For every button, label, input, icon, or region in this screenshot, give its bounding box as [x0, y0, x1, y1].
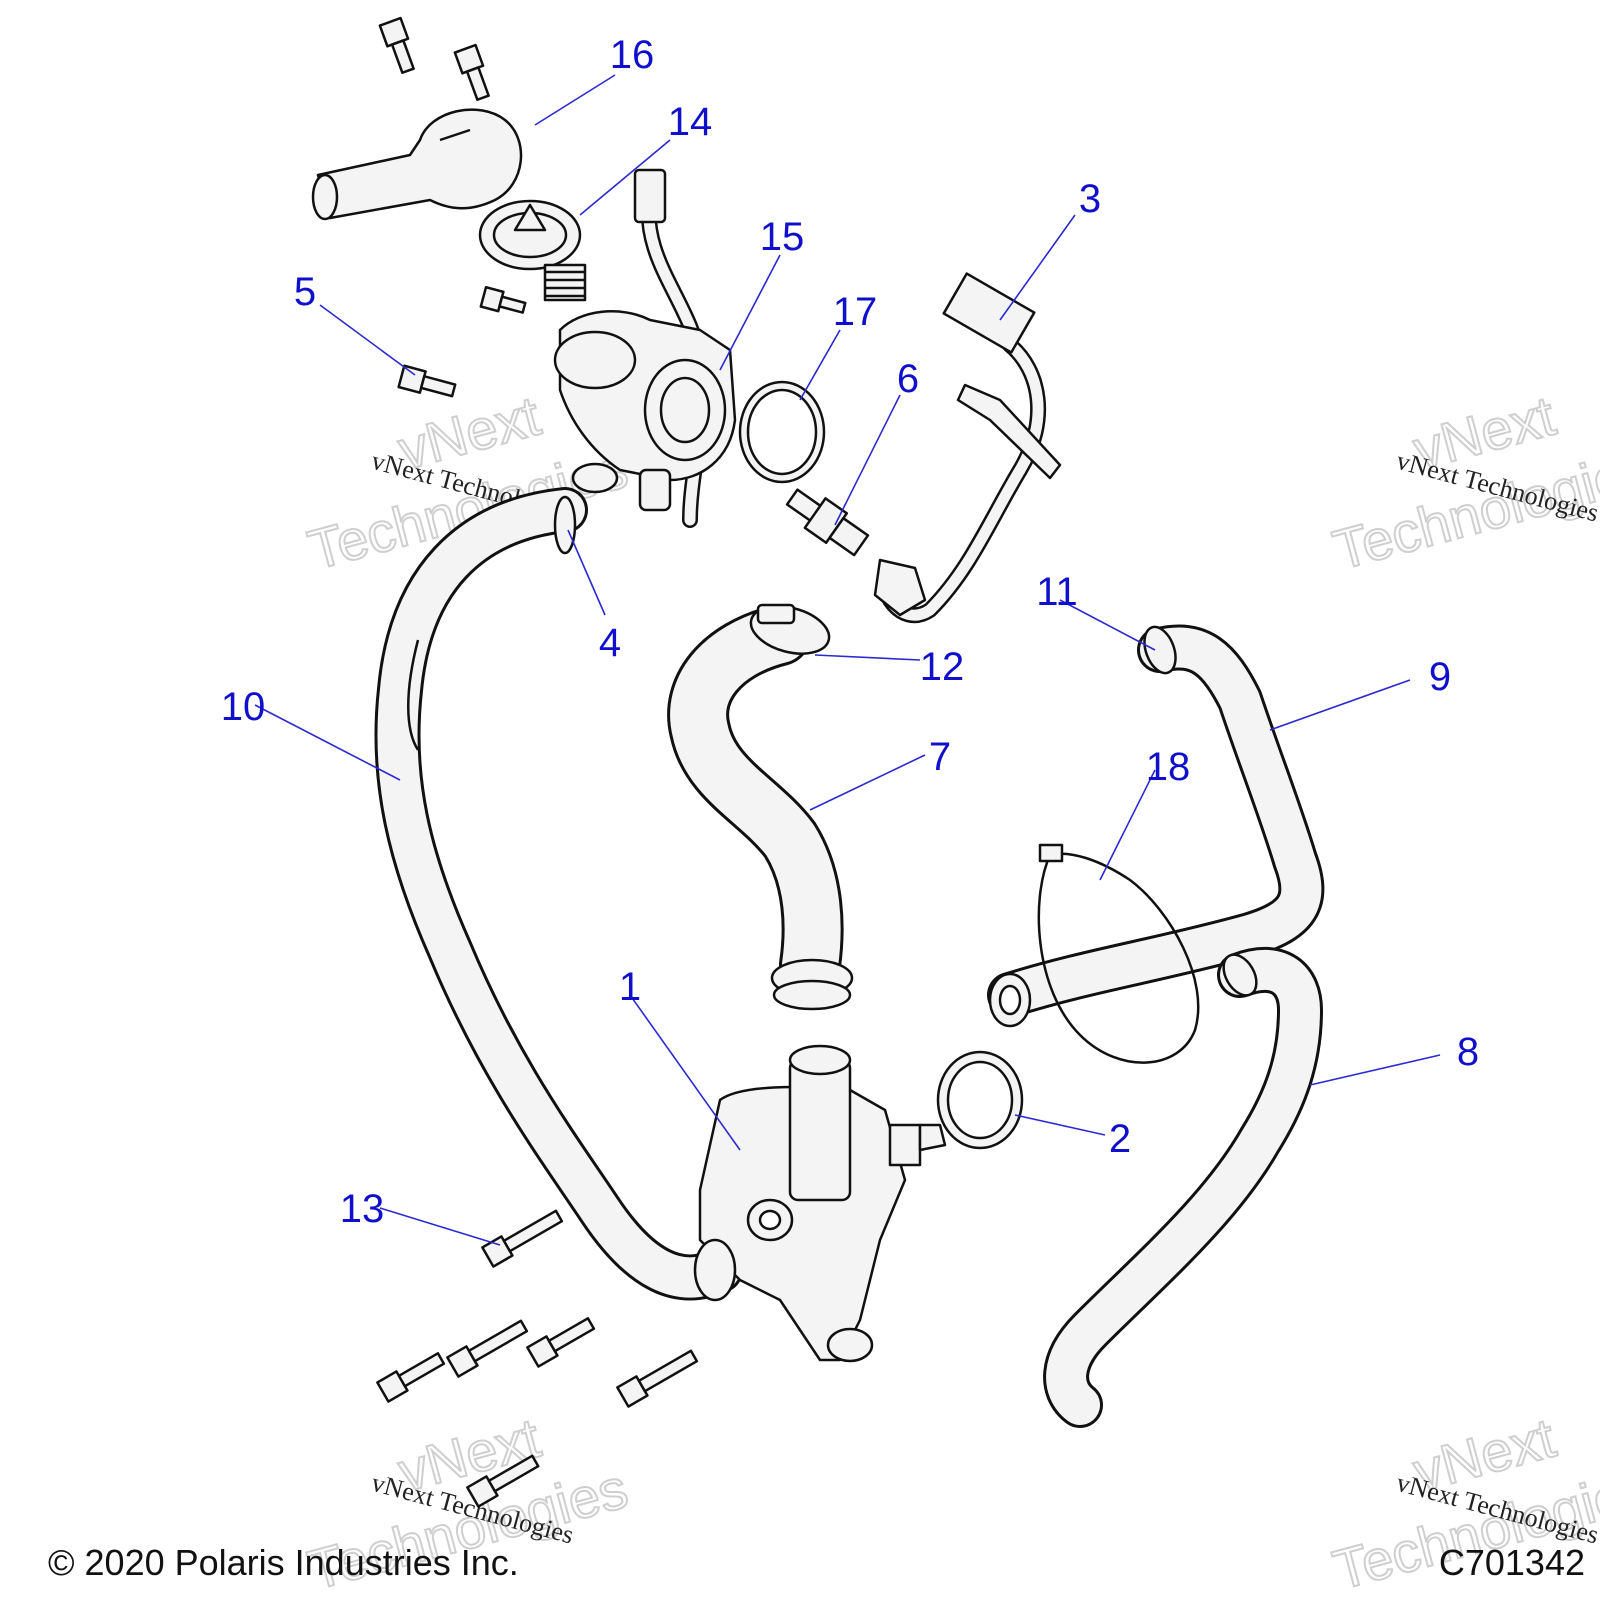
- callout-14: 14: [668, 100, 713, 144]
- callout-1: 1: [619, 965, 641, 1009]
- callout-9: 9: [1429, 655, 1451, 699]
- bolt-lower-4: [616, 1349, 699, 1408]
- watermark-top-right: vNext Technologies vNext Technologies: [1326, 383, 1600, 583]
- hose-9: [987, 624, 1325, 1018]
- o-ring-17: [738, 380, 826, 484]
- cable-tie-18: [1037, 852, 1200, 1064]
- bolt-top-2: [453, 43, 490, 102]
- callout-15: 15: [760, 215, 805, 259]
- callout-18: 18: [1146, 745, 1191, 789]
- hose-10: [374, 487, 743, 1301]
- clamp-11: [1143, 625, 1177, 675]
- callout-5: 5: [294, 270, 316, 314]
- callout-labels: 1 2 3 4 5 6 7 8 9 10 11 12 13 14 15 16 1…: [221, 33, 1479, 1231]
- cable-tie-head: [1038, 843, 1064, 863]
- callout-16: 16: [610, 33, 655, 77]
- hose-8: [1043, 947, 1323, 1428]
- hose-7: [667, 604, 844, 996]
- water-pump-1: [693, 1044, 947, 1363]
- clamp-hose-7-bottom: [770, 958, 854, 1011]
- bolt-lower-2: [446, 1319, 529, 1378]
- bolt-lower-1: [376, 1352, 446, 1403]
- bolt-top-1: [378, 16, 415, 75]
- clamp-4: [553, 495, 577, 555]
- bolt-lower-3: [526, 1317, 596, 1368]
- callout-3: 3: [1079, 177, 1101, 221]
- thermostat-housing-15: [553, 168, 737, 528]
- callout-17: 17: [833, 290, 878, 334]
- callout-7: 7: [929, 735, 951, 779]
- sensor-6: [785, 488, 870, 557]
- drawing-code: C701342: [1439, 1542, 1585, 1583]
- bolt-13: [481, 1209, 564, 1268]
- clamp-hose-9-end: [988, 972, 1032, 1028]
- callout-4: 4: [599, 621, 621, 665]
- clamp-hose-8-top: [1222, 953, 1258, 997]
- bolt-5: [397, 364, 457, 398]
- o-ring-2: [936, 1050, 1024, 1150]
- thermostat-cover-16: [311, 108, 523, 221]
- callout-6: 6: [897, 357, 919, 401]
- thermostat-14: [478, 199, 587, 302]
- leader-lines: [254, 74, 1441, 1246]
- harness-3: [873, 272, 1062, 624]
- callout-8: 8: [1457, 1030, 1479, 1074]
- bolt-lower-5: [466, 1454, 540, 1508]
- clamp-12: [749, 603, 831, 655]
- callout-10: 10: [221, 685, 266, 729]
- copyright-text: © 2020 Polaris Industries Inc.: [48, 1542, 519, 1583]
- callout-12: 12: [920, 645, 965, 689]
- bolt-thermostat: [479, 285, 527, 314]
- callout-11: 11: [1036, 570, 1078, 614]
- callout-13: 13: [340, 1187, 385, 1231]
- callout-2: 2: [1109, 1117, 1131, 1161]
